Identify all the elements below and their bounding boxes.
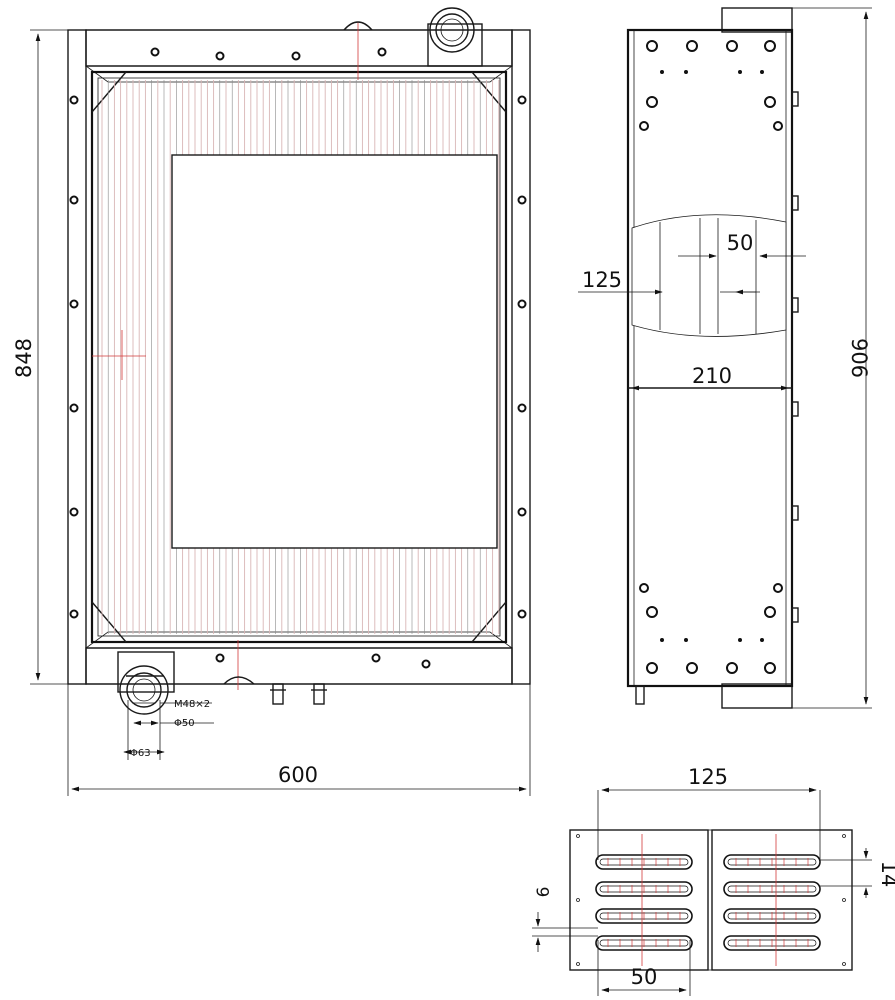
dim-detail-14: 14 bbox=[877, 861, 895, 888]
dim-front-width: 600 bbox=[278, 763, 318, 787]
detail-slots bbox=[595, 854, 821, 951]
dim-side-50: 50 bbox=[727, 231, 754, 255]
dim-detail-6: 6 bbox=[534, 887, 554, 898]
side-top-holes bbox=[639, 40, 783, 131]
top-inlet-neck bbox=[427, 7, 483, 67]
dim-inlet-outer: Φ63 bbox=[130, 748, 151, 759]
dim-side-width: 210 bbox=[692, 364, 732, 388]
side-plate-holes bbox=[69, 47, 527, 669]
side-bottom-holes bbox=[639, 583, 783, 674]
bottom-outlet-neck bbox=[117, 651, 175, 715]
side-dimensions bbox=[578, 7, 872, 709]
dim-inlet-inner: Φ50 bbox=[174, 718, 195, 729]
dim-detail-50: 50 bbox=[631, 965, 658, 989]
dim-detail-125: 125 bbox=[688, 765, 728, 789]
front-view bbox=[67, 7, 531, 715]
detail-dimensions bbox=[532, 787, 872, 996]
dim-side-125: 125 bbox=[582, 268, 622, 292]
dim-side-height: 906 bbox=[847, 338, 871, 378]
front-dimensions bbox=[30, 29, 531, 796]
detail-view bbox=[569, 829, 853, 971]
side-view bbox=[626, 7, 799, 709]
dim-inlet-thread: M48×2 bbox=[174, 699, 210, 710]
dim-front-height: 848 bbox=[12, 338, 36, 378]
